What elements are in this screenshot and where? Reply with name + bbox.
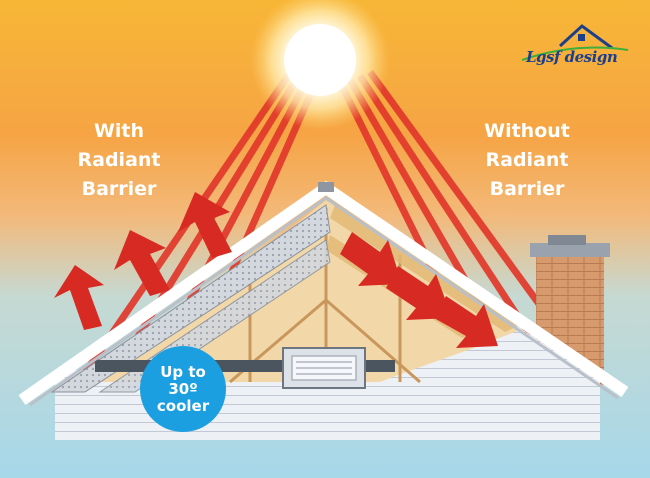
cooler-badge: Up to 30º cooler <box>140 346 226 432</box>
reflected-heat-arrows <box>54 192 232 330</box>
incoming-heat-arrows <box>340 232 498 348</box>
radiant-barrier-foil <box>50 204 331 393</box>
without-radiant-barrier-label: Without Radiant Barrier <box>452 117 602 204</box>
badge-line-3: cooler <box>156 396 210 415</box>
sun-core <box>284 24 356 96</box>
company-logo: Lgsf design <box>520 20 630 76</box>
with-radiant-barrier-label: With Radiant Barrier <box>44 117 194 204</box>
with-label-line-1: With <box>93 120 145 142</box>
roof-ridge-vent <box>318 182 334 192</box>
badge-line-1: Up to <box>160 362 206 381</box>
without-label-line-1: Without <box>484 120 570 142</box>
ac-unit <box>282 347 366 389</box>
house-roof-icon <box>521 24 629 61</box>
without-label-line-3: Barrier <box>489 178 565 200</box>
without-label-line-2: Radiant <box>485 149 569 171</box>
with-label-line-3: Barrier <box>81 178 157 200</box>
roof-edge-shadow <box>29 196 619 407</box>
logo-text: Lgsf design <box>526 48 618 66</box>
badge-line-2: 30º <box>168 379 198 398</box>
with-label-line-2: Radiant <box>77 149 161 171</box>
